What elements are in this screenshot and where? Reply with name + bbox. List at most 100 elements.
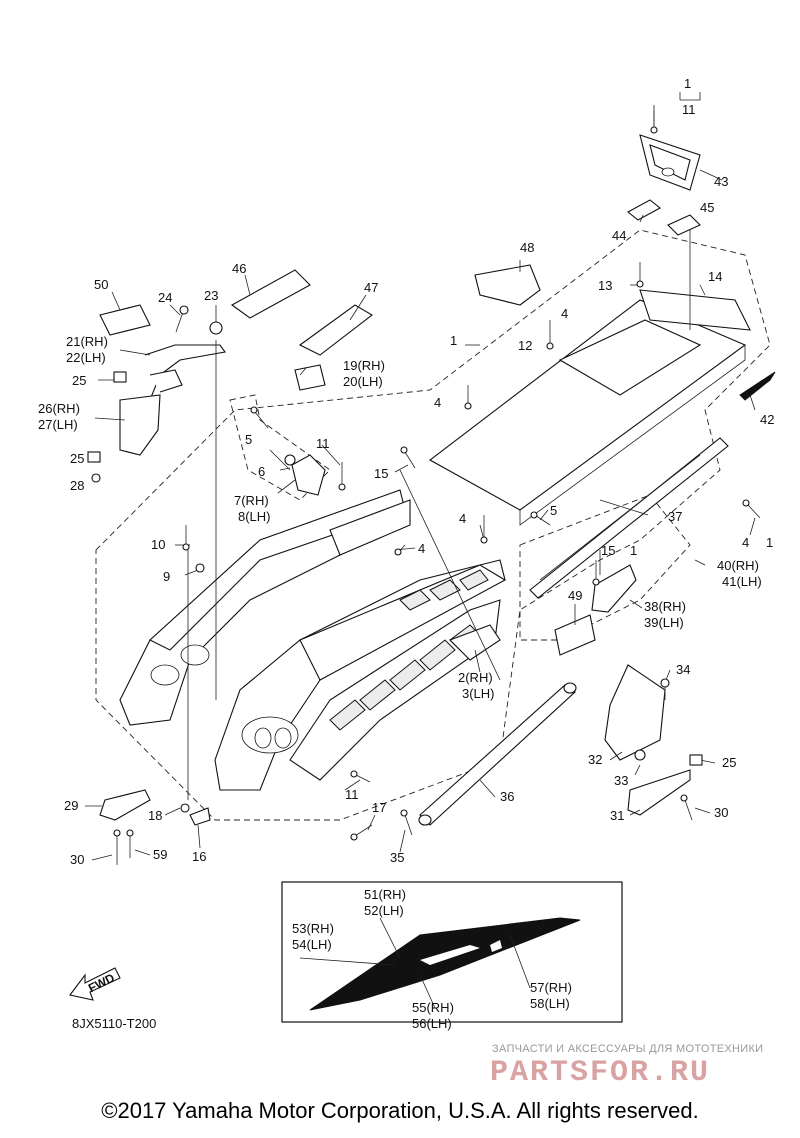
bolt-icon bbox=[350, 770, 371, 783]
bolt-icon bbox=[175, 305, 189, 333]
pad-44 bbox=[627, 199, 661, 221]
callout-11: 11 bbox=[682, 102, 696, 117]
callout-3: 3(LH) bbox=[462, 686, 495, 701]
callout-14: 14 bbox=[708, 269, 722, 284]
block-49 bbox=[554, 614, 596, 656]
bracket-38-39 bbox=[591, 564, 637, 613]
callout-16: 16 bbox=[192, 849, 206, 864]
callout-1: 1 bbox=[684, 76, 691, 91]
bolt-icon bbox=[180, 803, 190, 813]
step-29 bbox=[99, 789, 151, 821]
callout-4: 4 bbox=[418, 541, 425, 556]
callout-46: 46 bbox=[232, 261, 246, 276]
callout-41: 41(LH) bbox=[722, 574, 762, 589]
callout-22: 22(LH) bbox=[66, 350, 106, 365]
bolt-icon bbox=[464, 385, 472, 410]
bolt-icon bbox=[284, 454, 296, 466]
callout-25: 25 bbox=[72, 373, 86, 388]
callout-44: 44 bbox=[612, 228, 626, 243]
callout-24: 24 bbox=[158, 290, 172, 305]
callout-17: 17 bbox=[372, 800, 386, 815]
callout-4: 4 bbox=[742, 535, 749, 550]
callout-27: 27(LH) bbox=[38, 417, 78, 432]
callout-11: 11 bbox=[316, 436, 330, 451]
pad-47 bbox=[298, 304, 373, 356]
watermark-logo: PARTSFOR.RU bbox=[490, 1056, 711, 1090]
cover-50 bbox=[99, 304, 151, 336]
bolt-icon bbox=[480, 515, 488, 544]
callout-30: 30 bbox=[70, 852, 84, 867]
bolt-icon bbox=[634, 749, 646, 761]
bracket-7-8 bbox=[291, 454, 326, 496]
callout-21: 21(RH) bbox=[66, 334, 108, 349]
callout-32: 32 bbox=[588, 752, 602, 767]
callout-39: 39(LH) bbox=[644, 615, 684, 630]
bolt-icon bbox=[400, 809, 413, 836]
pad-45 bbox=[667, 214, 701, 236]
leader-lines bbox=[85, 92, 756, 1009]
callout-50: 50 bbox=[94, 277, 108, 292]
bracket-2-3 bbox=[449, 624, 501, 661]
callout-42: 42 bbox=[760, 412, 774, 427]
callout-48: 48 bbox=[520, 240, 534, 255]
bolt-icon bbox=[689, 754, 703, 766]
bolt-icon bbox=[189, 807, 211, 826]
callout-23: 23 bbox=[204, 288, 218, 303]
callout-13: 13 bbox=[598, 278, 612, 293]
callout-25: 25 bbox=[70, 451, 84, 466]
bolt-icon bbox=[650, 110, 658, 134]
callout-18: 18 bbox=[148, 808, 162, 823]
side-rail-rod bbox=[529, 437, 729, 599]
callout-5: 5 bbox=[550, 503, 557, 518]
pad-48 bbox=[474, 264, 541, 306]
callout-20: 20(LH) bbox=[343, 374, 383, 389]
callout-labels: 1 11 43 45 44 48 13 14 4 12 1 4 42 46 47… bbox=[38, 76, 774, 1031]
callout-37: 37 bbox=[668, 509, 682, 524]
callout-56: 56(LH) bbox=[412, 1016, 452, 1031]
step-31 bbox=[627, 769, 691, 816]
callout-57: 57(RH) bbox=[530, 980, 572, 995]
callout-12: 12 bbox=[518, 338, 532, 353]
callout-8: 8(LH) bbox=[238, 509, 271, 524]
bolt-icon bbox=[87, 451, 101, 463]
callout-7: 7(RH) bbox=[234, 493, 269, 508]
bolt-icon bbox=[680, 794, 693, 821]
callout-1: 1 bbox=[766, 535, 773, 550]
callout-33: 33 bbox=[614, 773, 628, 788]
callout-6: 6 bbox=[258, 464, 265, 479]
bolt-icon bbox=[182, 525, 190, 551]
callout-25: 25 bbox=[722, 755, 736, 770]
callout-38: 38(RH) bbox=[644, 599, 686, 614]
callout-52: 52(LH) bbox=[364, 903, 404, 918]
callout-1: 1 bbox=[450, 333, 457, 348]
callout-55: 55(RH) bbox=[412, 1000, 454, 1015]
step-32 bbox=[604, 664, 666, 761]
callout-30: 30 bbox=[714, 805, 728, 820]
callout-5: 5 bbox=[245, 432, 252, 447]
guard-19-20 bbox=[294, 364, 326, 391]
fwd-arrow: FWD bbox=[69, 967, 121, 1001]
callout-10: 10 bbox=[151, 537, 165, 552]
bolt-icon bbox=[742, 499, 761, 519]
chassis-frame bbox=[119, 489, 507, 791]
callout-4: 4 bbox=[459, 511, 466, 526]
bolt-icon bbox=[546, 320, 554, 350]
callout-59: 59 bbox=[153, 847, 167, 862]
callout-40: 40(RH) bbox=[717, 558, 759, 573]
callout-4: 4 bbox=[561, 306, 568, 321]
bolt-icon bbox=[209, 321, 223, 335]
callout-2: 2(RH) bbox=[458, 670, 493, 685]
callout-54: 54(LH) bbox=[292, 937, 332, 952]
rear-cross-tube bbox=[418, 682, 577, 826]
pad-46 bbox=[230, 269, 311, 319]
callout-9: 9 bbox=[163, 569, 170, 584]
bolt-icon bbox=[126, 829, 134, 858]
callout-4: 4 bbox=[434, 395, 441, 410]
bolt-icon bbox=[350, 824, 373, 841]
callout-53: 53(RH) bbox=[292, 921, 334, 936]
bolt-icon bbox=[250, 406, 269, 429]
assembly-outline-rear bbox=[229, 394, 331, 501]
bolt-icon bbox=[530, 511, 551, 526]
callout-15: 15 bbox=[374, 466, 388, 481]
